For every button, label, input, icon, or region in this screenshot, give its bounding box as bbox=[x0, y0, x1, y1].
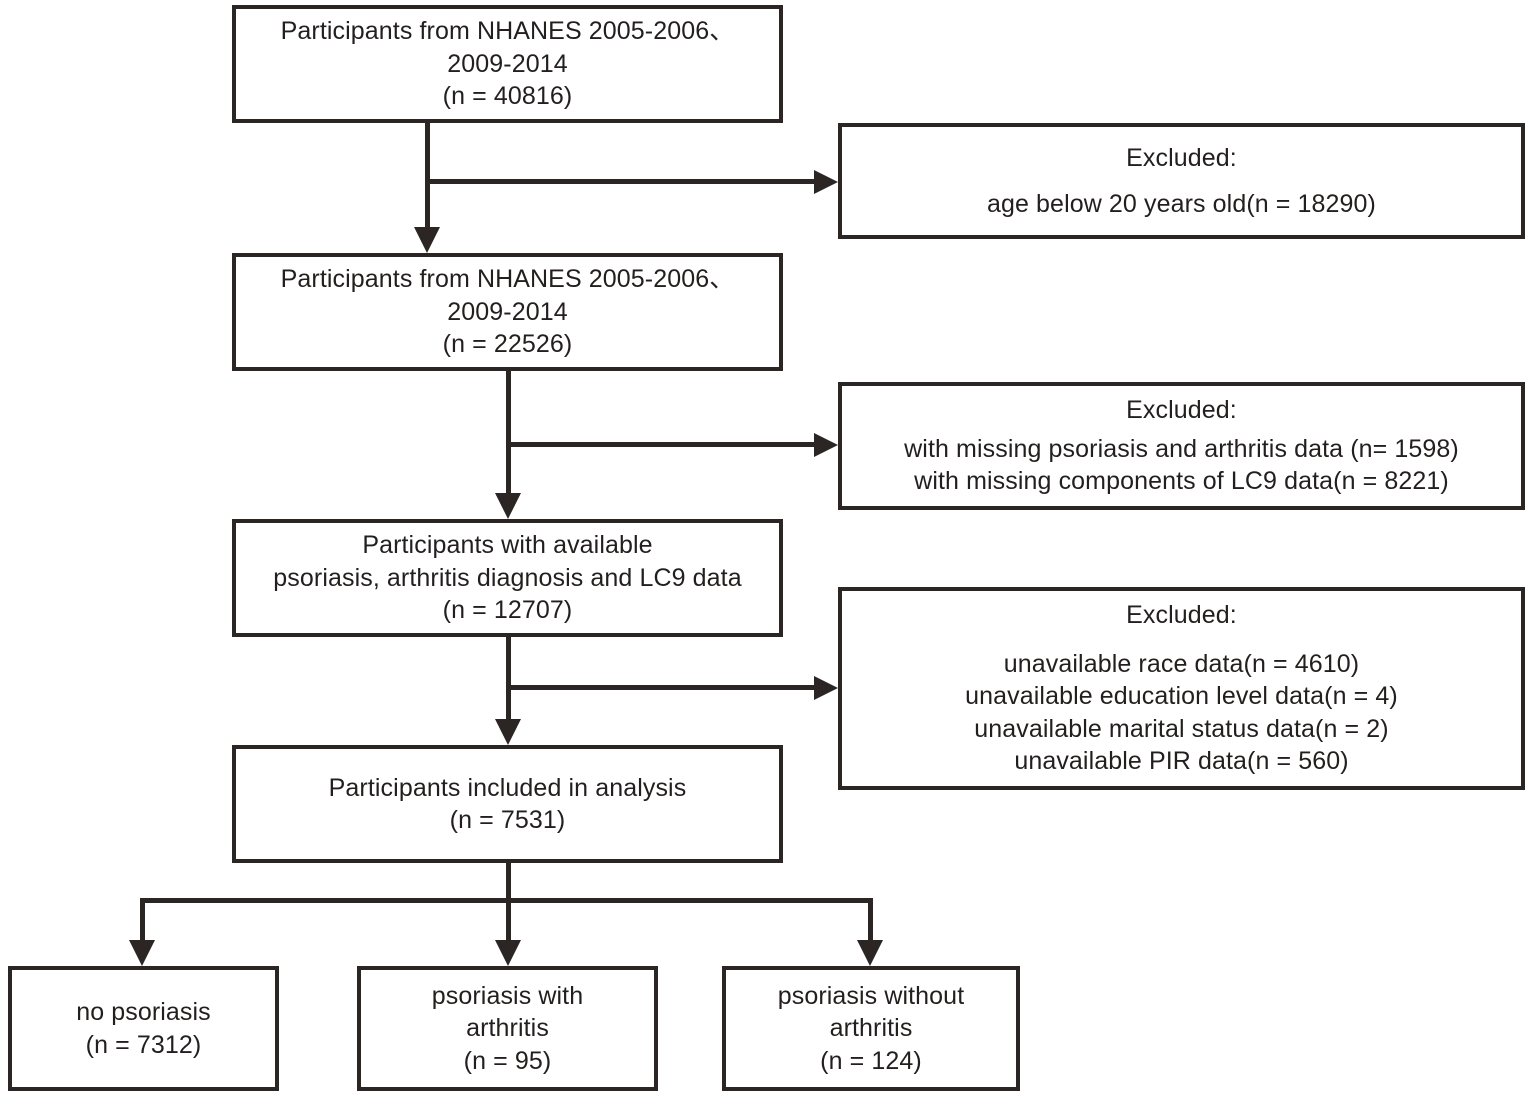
node-excluded-data-heading: Excluded: bbox=[1126, 396, 1237, 425]
node-outcome-psoriasis-with-arthritis-line-2: arthritis bbox=[466, 1014, 549, 1043]
node-excluded-covars-heading: Excluded: bbox=[1126, 601, 1237, 630]
arrow-down-to-psoriasis-with-arthritis bbox=[495, 940, 521, 966]
node-cohort-adults-line-2: 2009-2014 bbox=[447, 297, 568, 326]
node-outcome-psoriasis-without-arthritis-line-1: psoriasis without bbox=[777, 981, 965, 1010]
arrow-down-to-adults bbox=[414, 227, 440, 253]
connector-split-right-drop bbox=[868, 898, 873, 942]
node-cohort-final: Participants included in analysis (n = 7… bbox=[232, 745, 783, 863]
node-excluded-data: Excluded: with missing psoriasis and art… bbox=[838, 382, 1525, 510]
connector-adults-to-lc9-stem bbox=[506, 371, 511, 494]
connector-split-left-drop bbox=[140, 898, 145, 942]
node-outcome-no-psoriasis-line-2: (n = 7312) bbox=[85, 1030, 202, 1059]
node-cohort-lc9-line-1: Participants with available bbox=[362, 531, 653, 560]
node-outcome-psoriasis-without-arthritis-line-2: arthritis bbox=[829, 1014, 913, 1043]
arrow-right-to-excluded-covars bbox=[814, 676, 838, 700]
connector-adults-to-excluded-data bbox=[506, 442, 817, 447]
node-excluded-data-line-2: with missing components of LC9 data(n = … bbox=[914, 467, 1449, 496]
node-cohort-initial-line-1: Participants from NHANES 2005-2006、 bbox=[280, 17, 735, 46]
node-cohort-final-line-1: Participants included in analysis bbox=[328, 773, 687, 802]
node-outcome-psoriasis-with-arthritis-line-1: psoriasis with bbox=[431, 981, 584, 1010]
node-outcome-psoriasis-with-arthritis: psoriasis with arthritis (n = 95) bbox=[357, 966, 658, 1091]
node-cohort-initial-line-3: (n = 40816) bbox=[442, 82, 573, 111]
arrow-right-to-excluded-data bbox=[814, 433, 838, 457]
arrow-down-to-psoriasis-without-arthritis bbox=[857, 940, 883, 966]
arrow-down-to-final bbox=[495, 719, 521, 745]
connector-initial-to-adults-stem bbox=[425, 123, 430, 228]
node-excluded-age-heading: Excluded: bbox=[1126, 143, 1237, 172]
node-outcome-no-psoriasis-line-1: no psoriasis bbox=[76, 998, 211, 1026]
node-cohort-adults-line-1: Participants from NHANES 2005-2006、 bbox=[280, 265, 735, 294]
node-outcome-no-psoriasis: no psoriasis (n = 7312) bbox=[8, 966, 279, 1091]
node-excluded-covars-line-4: unavailable PIR data(n = 560) bbox=[1014, 747, 1349, 776]
node-cohort-initial-line-2: 2009-2014 bbox=[447, 49, 568, 78]
node-cohort-lc9-line-3: (n = 12707) bbox=[442, 596, 573, 625]
node-outcome-psoriasis-without-arthritis: psoriasis without arthritis (n = 124) bbox=[722, 966, 1020, 1091]
node-excluded-covars-line-2: unavailable education level data(n = 4) bbox=[965, 682, 1398, 711]
connector-lc9-to-final-stem bbox=[506, 637, 511, 720]
arrow-right-to-excluded-age bbox=[814, 170, 838, 194]
connector-lc9-to-excluded-covars bbox=[506, 685, 817, 690]
connector-split-center-drop bbox=[506, 898, 511, 942]
node-cohort-lc9: Participants with available psoriasis, a… bbox=[232, 519, 783, 637]
node-excluded-age-line-1: age below 20 years old(n = 18290) bbox=[987, 190, 1376, 218]
node-excluded-covars-line-3: unavailable marital status data(n = 2) bbox=[974, 714, 1389, 743]
node-cohort-adults-line-3: (n = 22526) bbox=[442, 330, 573, 359]
node-excluded-data-line-1: with missing psoriasis and arthritis dat… bbox=[904, 434, 1459, 463]
connector-initial-to-excluded-age bbox=[425, 179, 817, 184]
node-cohort-initial: Participants from NHANES 2005-2006、 2009… bbox=[232, 5, 783, 123]
node-excluded-covars-line-1: unavailable race data(n = 4610) bbox=[1003, 649, 1360, 678]
node-cohort-final-line-2: (n = 7531) bbox=[449, 806, 566, 834]
arrow-down-to-lc9 bbox=[495, 493, 521, 519]
arrow-down-to-no-psoriasis bbox=[129, 940, 155, 966]
node-outcome-psoriasis-with-arthritis-line-3: (n = 95) bbox=[463, 1046, 552, 1075]
node-cohort-adults: Participants from NHANES 2005-2006、 2009… bbox=[232, 253, 783, 371]
node-outcome-psoriasis-without-arthritis-line-3: (n = 124) bbox=[820, 1046, 922, 1075]
node-cohort-lc9-line-2: psoriasis, arthritis diagnosis and LC9 d… bbox=[273, 563, 742, 592]
node-excluded-covars: Excluded: unavailable race data(n = 4610… bbox=[838, 587, 1525, 790]
node-excluded-age: Excluded: age below 20 years old(n = 182… bbox=[838, 123, 1525, 239]
connector-final-split-stem bbox=[506, 863, 511, 903]
